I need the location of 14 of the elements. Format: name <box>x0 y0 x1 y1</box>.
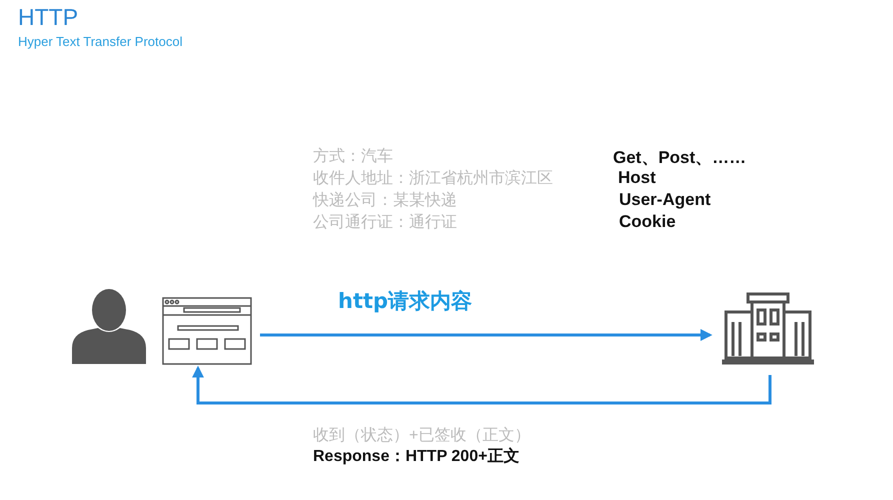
text-label: 收件人地址：浙江省杭州市滨江区 <box>313 168 553 189</box>
text-label: Response：HTTP 200+正文 <box>313 446 520 467</box>
arrow <box>260 329 712 341</box>
text-label: 收到（状态）+已签收（正文） <box>313 426 530 446</box>
title: HTTP <box>18 4 78 31</box>
text-label: 快递公司：某某快递 <box>313 190 457 211</box>
text-label: 方式：汽车 <box>313 146 393 167</box>
text-label: 公司通行证：通行证 <box>313 212 457 233</box>
text-label: User-Agent <box>619 190 711 210</box>
text-label: Cookie <box>619 212 676 232</box>
text-label: Get、Post、…… <box>613 147 746 169</box>
text-label: Hyper Text Transfer Protocol <box>18 34 182 49</box>
arrow <box>192 366 772 404</box>
text-label: Host <box>618 168 656 188</box>
